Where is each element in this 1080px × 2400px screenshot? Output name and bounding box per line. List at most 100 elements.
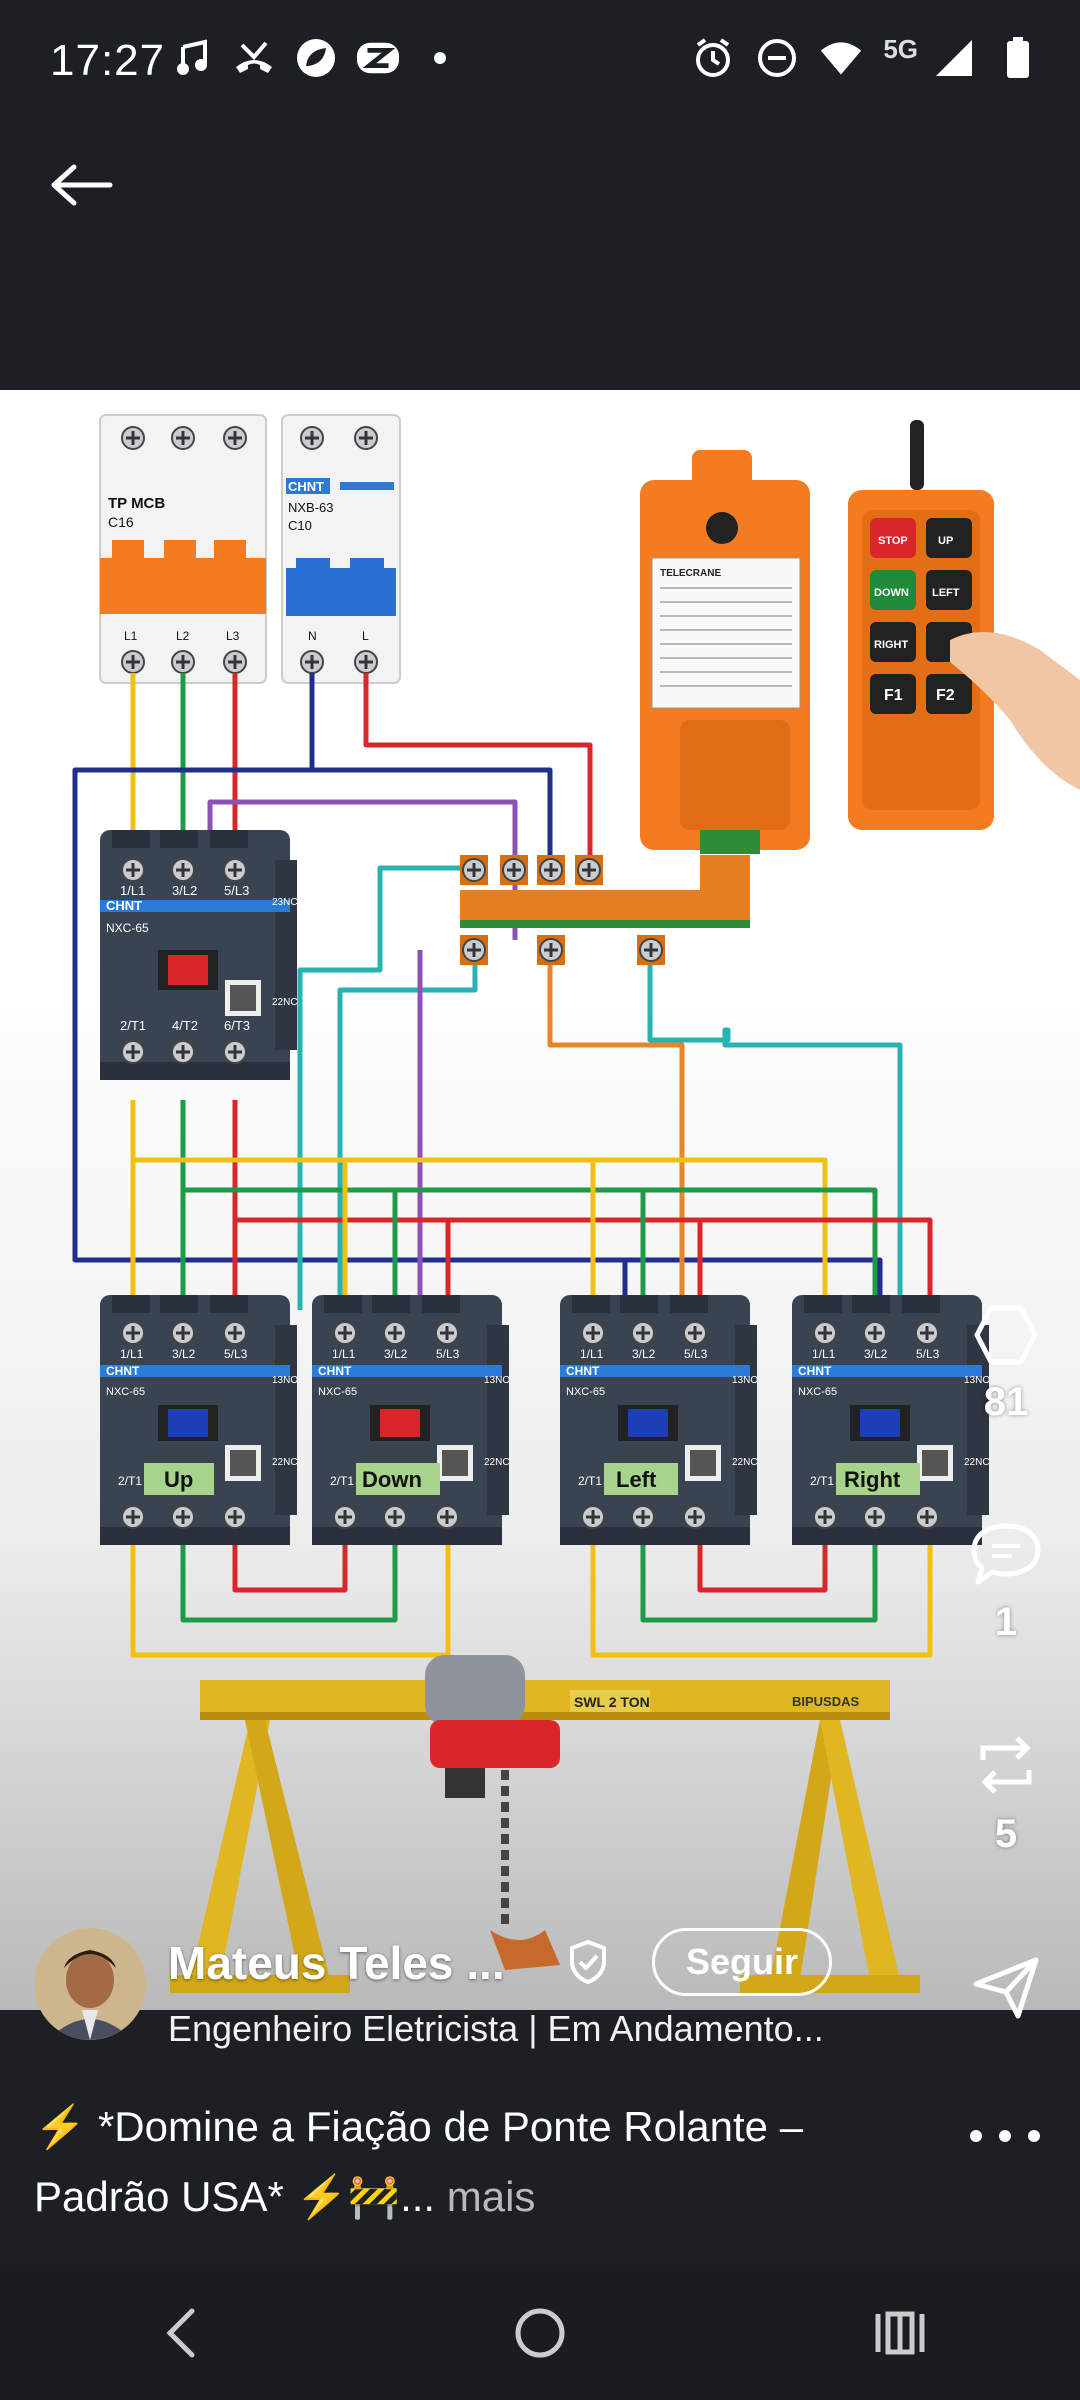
main-contactor-bottom-3: 6/T3 (224, 1018, 250, 1033)
avatar[interactable] (34, 1928, 146, 2040)
nav-back-button[interactable] (120, 2283, 240, 2383)
contactor-label-up: Up (164, 1467, 193, 1492)
send-button[interactable] (970, 1954, 1042, 2027)
system-icons: 5G (691, 33, 1040, 80)
main-contactor-bottom-1: 2/T1 (120, 1018, 146, 1033)
alarm-icon (691, 36, 735, 80)
down-contactor-brand: CHNT (318, 1364, 352, 1378)
up-contactor-top-3: 5/L3 (224, 1347, 248, 1361)
diamond-reaction-icon (974, 1305, 1038, 1365)
mcb-rating: C16 (108, 514, 134, 530)
up-contactor-aux-bottom: 22NC (272, 1457, 298, 1468)
breaker-model: NXB-63 (288, 500, 334, 515)
main-contactor-bottom-2: 4/T2 (172, 1018, 198, 1033)
author-row: Mateus Teles ... Seguir Engenheiro Eletr… (34, 1928, 1034, 2049)
right-contactor-brand: CHNT (798, 1364, 832, 1378)
music-note-icon (170, 36, 214, 80)
right-contactor-top-2: 3/L2 (864, 1347, 888, 1361)
app-leaf-icon (294, 36, 338, 80)
main-contactor-model: NXC-65 (106, 921, 149, 935)
repost-icon (980, 1736, 1032, 1794)
contactor-label-down: Down (362, 1467, 422, 1492)
arrow-left-icon (51, 164, 113, 206)
repost-rail: 5 (946, 1728, 1066, 1857)
home-circle-icon (515, 2308, 565, 2357)
left-contactor-brand: CHNT (566, 1364, 600, 1378)
down-contactor-model: NXC-65 (318, 1386, 357, 1398)
dot-icon (418, 36, 462, 80)
recents-icon (875, 2311, 925, 2354)
main-contactor-brand: CHNT (106, 898, 142, 913)
main-contactor-top-1: 1/L1 (120, 883, 145, 898)
remote-btn-f1: F1 (884, 687, 903, 704)
app-z-icon (356, 36, 400, 80)
crane-label: BIPUSDAS (792, 1694, 860, 1709)
remote-btn-stop: STOP (878, 535, 908, 547)
down-contactor-aux-top: 13NO (484, 1375, 510, 1386)
dnd-icon (755, 36, 799, 80)
verified-shield-icon (570, 1939, 606, 1985)
comments-count: 1 (994, 1600, 1018, 1644)
up-contactor-top-2: 3/L2 (172, 1347, 196, 1361)
more-options-button[interactable] (970, 2130, 1040, 2150)
reaction-rail: 81 (946, 1300, 1066, 1425)
left-contactor-top-1: 1/L1 (580, 1347, 604, 1361)
avatar-image (34, 1928, 146, 2040)
up-contactor-brand: CHNT (106, 1364, 140, 1378)
network-type: 5G (883, 33, 918, 64)
main-contactor-top-3: 5/L3 (224, 883, 249, 898)
send-icon (973, 1957, 1039, 2019)
dot-icon (999, 2130, 1011, 2142)
see-more-link[interactable]: mais (446, 2173, 536, 2220)
share-rail (946, 1954, 1066, 2027)
chevron-left-icon (166, 2308, 195, 2357)
contactor-label-left: Left (616, 1467, 657, 1492)
dot-icon (1028, 2130, 1040, 2142)
battery-icon (996, 36, 1040, 80)
up-contactor-aux-top: 13NO (272, 1375, 298, 1386)
author-name[interactable]: Mateus Teles ... (168, 1937, 505, 1989)
right-contactor-top-1: 1/L1 (812, 1347, 836, 1361)
post-caption[interactable]: ⚡ *Domine a Fiação de Ponte Rolante – Pa… (34, 2092, 934, 2232)
post-image[interactable]: TP MCB C16 L1 L2 L3 CHNT NXB-63 C10 N L (0, 390, 1080, 2010)
comments-button[interactable]: 1 (968, 1520, 1044, 1645)
right-contactor-model: NXC-65 (798, 1386, 837, 1398)
notification-icons (170, 36, 462, 80)
nav-home-button[interactable] (480, 2283, 600, 2383)
left-contactor-model: NXC-65 (566, 1386, 605, 1398)
breaker-brand: CHNT (288, 479, 324, 494)
back-button[interactable] (50, 150, 130, 220)
follow-button[interactable]: Seguir (652, 1928, 832, 1996)
breaker-terminal-n: N (308, 629, 317, 643)
comment-icon (971, 1523, 1041, 1585)
remote-btn-up: UP (938, 535, 953, 547)
left-contactor-bottom-1: 2/T1 (578, 1474, 602, 1488)
reactions-button[interactable]: 81 (971, 1300, 1041, 1425)
mcb-terminal-l3: L3 (226, 629, 240, 643)
breaker-terminal-l: L (362, 629, 369, 643)
breaker-rating: C10 (288, 518, 312, 533)
wifi-icon (819, 36, 863, 80)
left-contactor-top-2: 3/L2 (632, 1347, 656, 1361)
signal-icon (932, 36, 976, 80)
down-contactor-top-2: 3/L2 (384, 1347, 408, 1361)
reposts-count: 5 (994, 1812, 1018, 1856)
system-nav-bar (0, 2265, 1080, 2400)
hoist-label: SWL 2 TON (574, 1694, 650, 1710)
mcb-label: TP MCB (108, 495, 165, 512)
caption-line-1: ⚡ *Domine a Fiação de Ponte Rolante – (34, 2103, 804, 2150)
dot-icon (970, 2130, 982, 2142)
down-contactor-aux-bottom: 22NC (484, 1457, 510, 1468)
right-contactor-top-3: 5/L3 (916, 1347, 940, 1361)
main-contactor-aux-top: 23NC (272, 897, 298, 908)
up-contactor-model: NXC-65 (106, 1386, 145, 1398)
right-contactor-bottom-1: 2/T1 (810, 1474, 834, 1488)
left-contactor-aux-top: 13NO (732, 1375, 758, 1386)
repost-button[interactable]: 5 (971, 1728, 1041, 1857)
status-bar: 17:27 5G (0, 0, 1080, 120)
status-time: 17:27 (50, 36, 166, 85)
wiring-diagram: TP MCB C16 L1 L2 L3 CHNT NXB-63 C10 N L (72, 414, 1080, 1993)
nav-recents-button[interactable] (840, 2283, 960, 2383)
main-contactor-aux-bottom: 22NC (272, 997, 298, 1008)
author-subtitle: Engenheiro Eletricista | Em Andamento... (168, 2008, 824, 2049)
